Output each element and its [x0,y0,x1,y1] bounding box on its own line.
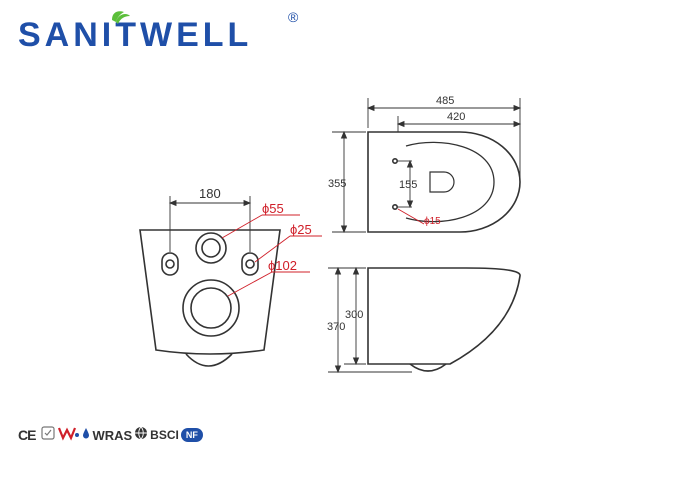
outlet-outer [182,279,240,337]
bsci-mark: BSCI [150,428,179,442]
outlet-inner [190,287,232,329]
leaf-icon [112,11,130,24]
side-lower-bowl [409,363,447,372]
top-dimensions [332,98,522,234]
nf-mark: NF [180,428,203,442]
side-overall-height-label: 370 [327,321,345,333]
water-drop-icon [82,426,90,444]
top-inner-length-label: 420 [447,111,465,123]
registered-mark: ® [288,9,299,25]
side-outline [367,267,521,365]
water-inlet-outer [195,232,227,264]
top-overall-length-label: 485 [436,95,454,107]
front-view [139,229,281,367]
callout-outlet-label: ϕ102 [268,258,297,273]
side-view [367,267,521,372]
certification-logos: CE WRAS BSCI NF [18,424,203,446]
front-lower-bowl [185,353,233,367]
front-outline [139,229,281,355]
left-fixing-slot [161,252,179,276]
width-dimension [168,196,252,252]
top-view [367,131,521,233]
callout-inlet-label: ϕ55 [262,201,284,216]
bolt-hole-leader [397,208,425,225]
top-height-label: 355 [328,178,346,190]
side-inner-height-label: 300 [345,309,363,321]
water-inlet-inner [201,238,221,258]
side-dimensions [328,266,412,374]
top-seat [405,141,495,223]
brand-logo: SANITWELL ® [0,0,320,65]
watermark-w-icon [58,425,80,446]
bsci-globe-icon [134,426,148,445]
callout-fixing-label: ϕ25 [290,222,312,237]
brand-name: SANITWELL [18,16,252,54]
top-outline [367,131,521,233]
top-hinge-slot [429,171,455,193]
wras-mark: WRAS [92,427,133,443]
callout-leaders [221,214,322,297]
bolt-spacing-label: 155 [399,179,417,191]
front-width-label: 180 [199,186,221,201]
ce-mark: CE [18,427,36,443]
right-fixing-slot [241,252,259,276]
quality-badge-icon [40,425,56,446]
bolt-hole-label: ϕ15 [424,216,441,227]
